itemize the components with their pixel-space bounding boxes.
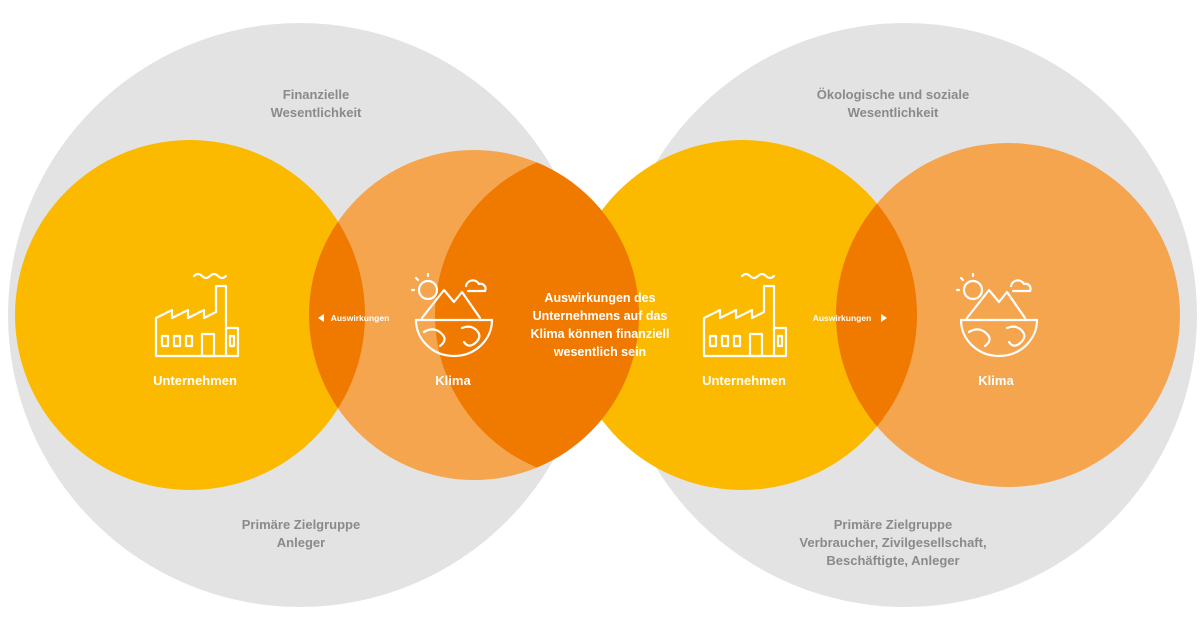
left-company-circle — [15, 140, 365, 490]
left-audience: Primäre Zielgruppe Anleger — [241, 517, 361, 550]
left-materiality-title: Finanzielle Wesentlichkeit — [270, 87, 362, 120]
right-climate-circle — [836, 143, 1180, 487]
right-materiality-title: Ökologische und soziale Wesentlichkeit — [816, 87, 970, 120]
right-arrow-icon — [881, 314, 887, 322]
left-climate-label: Klima — [435, 373, 471, 388]
right-company-label: Unternehmen — [702, 373, 786, 388]
left-company-label: Unternehmen — [153, 373, 237, 388]
right-audience: Primäre Zielgruppe Verbraucher, Zivilges… — [799, 517, 987, 568]
center-statement: Auswirkungen des Unternehmens auf das Kl… — [530, 291, 670, 359]
left-arrow-label: Auswirkungen — [330, 313, 390, 323]
earth-landscape-icon — [410, 272, 494, 358]
right-arrow-label: Auswirkungen — [812, 313, 872, 323]
factory-icon — [702, 272, 788, 358]
right-climate-label: Klima — [978, 373, 1014, 388]
earth-landscape-icon — [955, 272, 1039, 358]
factory-icon — [154, 272, 240, 358]
left-arrow-icon — [318, 314, 324, 322]
center-overlap — [435, 150, 639, 480]
